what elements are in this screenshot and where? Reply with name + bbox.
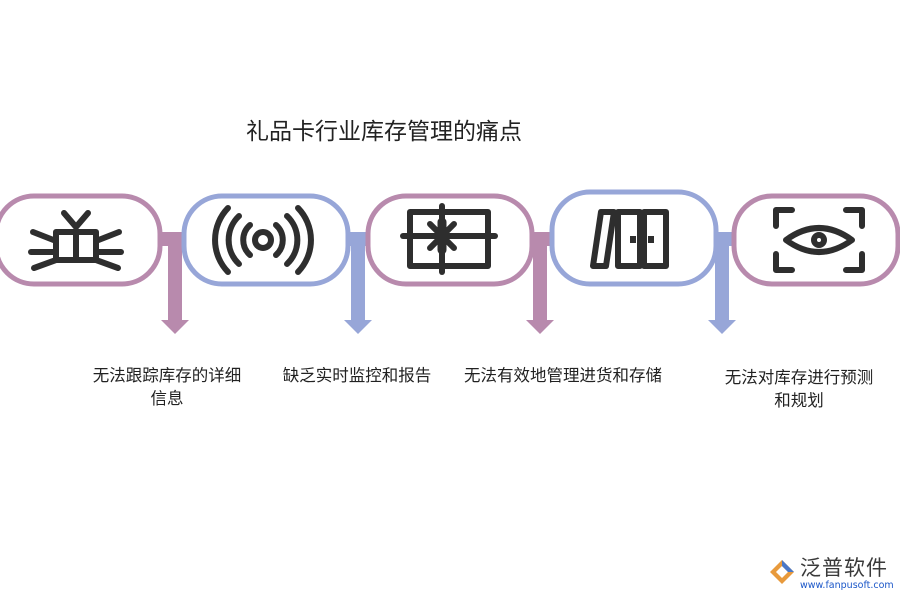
capsule-1 — [0, 193, 163, 287]
diagram-title: 礼品卡行业库存管理的痛点 — [246, 119, 522, 145]
step-label-4: 无法对库存进行预测和规划 — [724, 368, 874, 410]
eye-scan-icon — [773, 207, 865, 273]
fanpu-logo-icon — [770, 560, 794, 584]
step-label-3: 无法有效地管理进货和存储 — [464, 366, 662, 385]
capsule-2 — [181, 193, 351, 287]
step-label-1: 无法跟踪库存的详细信息 — [92, 366, 242, 408]
doors-icon — [590, 209, 669, 269]
signal-icon — [212, 205, 314, 275]
logo-url: www.fanpusoft.com — [800, 580, 894, 591]
gift-box-icon — [400, 203, 498, 275]
step-label-2: 缺乏实时监控和报告 — [282, 366, 432, 385]
bug-icon — [28, 210, 124, 271]
brand-logo: 泛普软件 www.fanpusoft.com — [766, 552, 894, 596]
logo-name: 泛普软件 — [800, 556, 888, 580]
